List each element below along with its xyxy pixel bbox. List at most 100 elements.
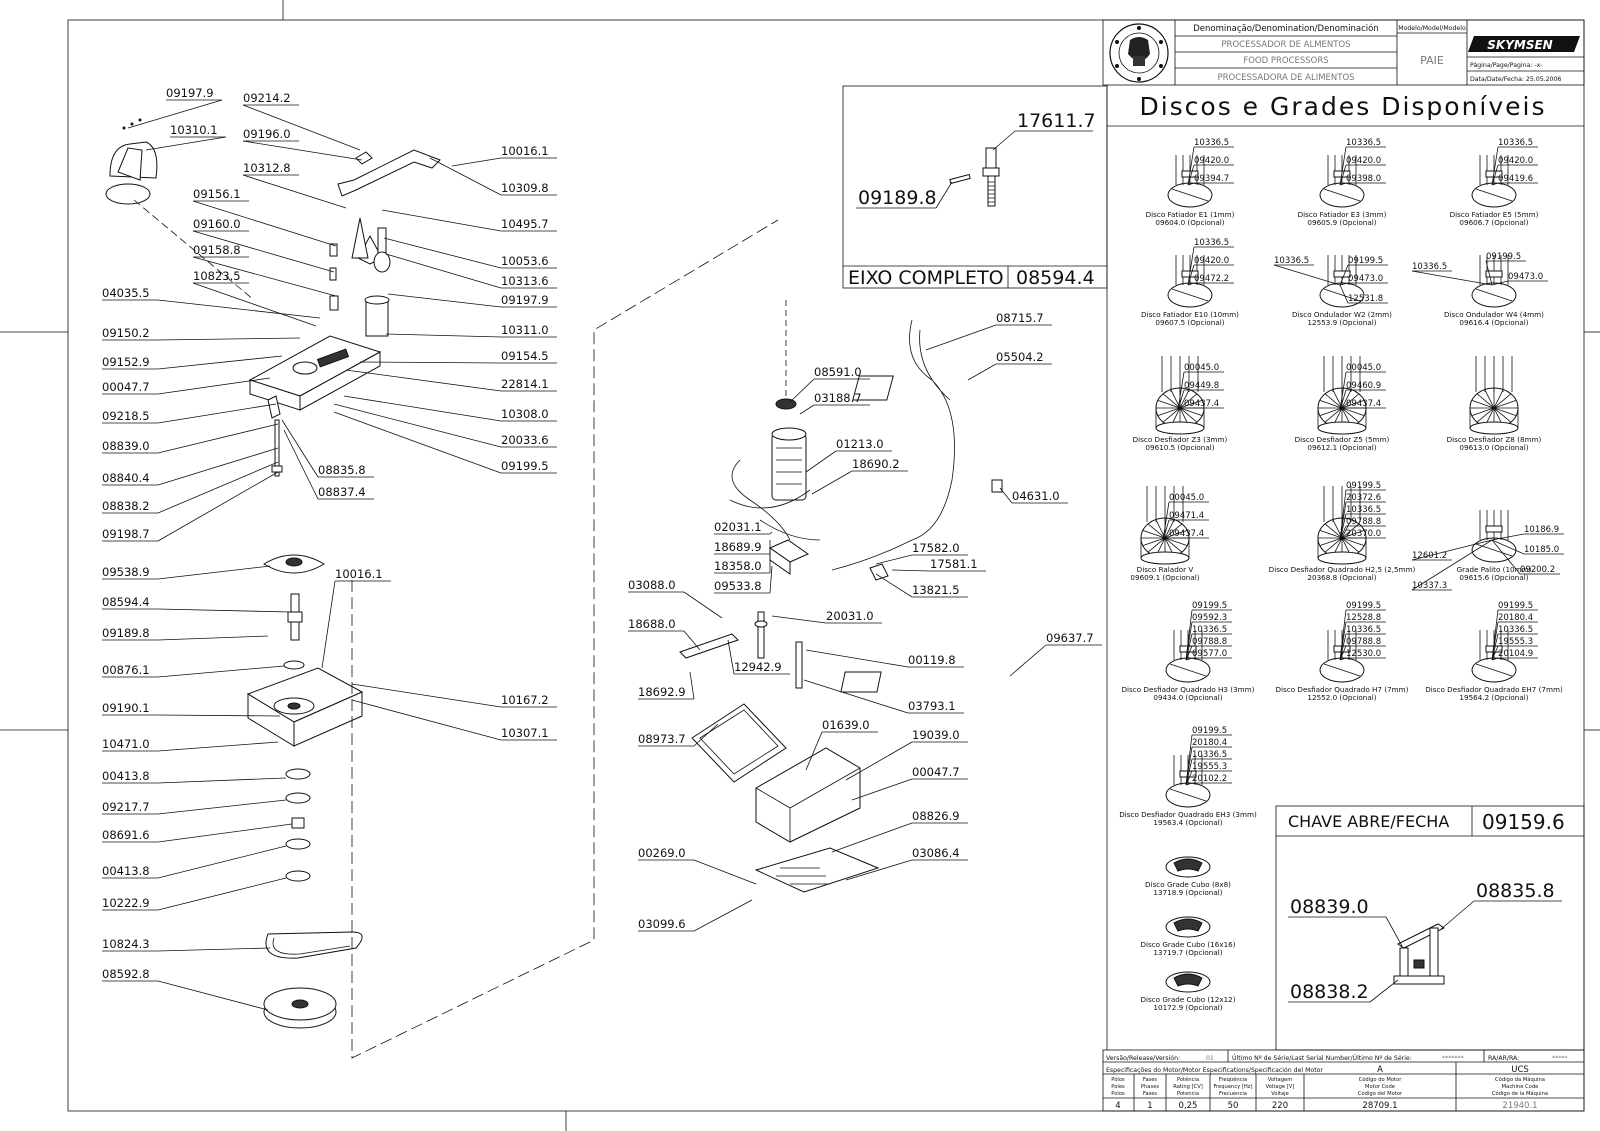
part-number-upper-top: 10312.8: [243, 161, 291, 175]
spec-header: Freqüência: [1219, 1076, 1247, 1083]
disc-part-number: 20102.2: [1192, 774, 1227, 784]
eixo-completo-panel: EIXO COMPLETO 08594.4 17611.7 09189.8: [842, 85, 1108, 289]
disc-code: 09616.4 (Opcional): [1459, 318, 1528, 327]
disc-name: Disco Desfiador Quadrado H3 (3mm): [1122, 685, 1255, 694]
part-number-motor: 02031.1: [714, 520, 762, 534]
spec-value: 50: [1228, 1101, 1239, 1111]
spec-header: Código de la Máquina: [1492, 1090, 1548, 1097]
eixo-part-1: 17611.7: [1017, 110, 1096, 132]
disc-item: Disco Fatiador E5 (5mm)09606.7 (Opcional…: [1450, 138, 1539, 227]
part-number-cable: 08715.7: [996, 311, 1044, 325]
spec-header: Poles: [1111, 1084, 1125, 1090]
company-seal-icon: [1109, 23, 1169, 83]
version-label: Versão/Release/Versión:: [1106, 1054, 1180, 1062]
part-number-lower-left: 10222.9: [102, 896, 150, 910]
spec-ucs: UCS: [1511, 1065, 1529, 1075]
disc-part-number: 09199.5: [1192, 726, 1227, 736]
available-discs-grid: Disco Fatiador E1 (1mm)09604.0 (Opcional…: [1119, 138, 1564, 1012]
spec-header: Fases: [1143, 1077, 1158, 1083]
part-number-motor: 00119.8: [908, 653, 956, 667]
part-number-motor: 03793.1: [908, 699, 956, 713]
part-number-motor: 20031.0: [826, 609, 874, 623]
spec-header: Código do Motor: [1359, 1076, 1403, 1083]
spec-value: 28709.1: [1362, 1101, 1397, 1111]
disc-item: Grade Palito (10mm)09615.6 (Opcional)101…: [1411, 510, 1564, 591]
part-number-motor: 09533.8: [714, 579, 762, 593]
serial-label: Último Nº de Série/Last Serial Number/Úl…: [1232, 1053, 1412, 1062]
disc-part-number: 09199.5: [1346, 601, 1381, 611]
disc-part-number: 20370.0: [1346, 529, 1381, 539]
disc-code: 09609.1 (Opcional): [1130, 573, 1199, 582]
disc-item: Disco Grade Cubo (8x8)13718.9 (Opcional): [1145, 856, 1231, 897]
part-number-upper-right: 20033.6: [501, 433, 549, 447]
disc-part-number: 12530.0: [1346, 649, 1381, 659]
disc-code: 12552.0 (Opcional): [1307, 693, 1376, 702]
part-number-lower-right: 10307.1: [501, 726, 549, 740]
disc-part-number: 19555.3: [1192, 762, 1227, 772]
disc-item: Disco Fatiador E3 (3mm)09605.9 (Opcional…: [1298, 138, 1387, 227]
disc-item: Disco Desfiador Z3 (3mm)09610.5 (Opciona…: [1133, 356, 1228, 452]
part-number-upper-right: 10313.6: [501, 274, 549, 288]
part-number-lower-left: 10471.0: [102, 737, 150, 751]
spec-header: Machine Code: [1502, 1084, 1539, 1090]
part-number-upper-right: 10053.6: [501, 254, 549, 268]
spec-value: 4: [1115, 1101, 1120, 1111]
part-number-lower-left: 09538.9: [102, 565, 150, 579]
eixo-part-2: 09189.8: [858, 187, 937, 209]
spec-value: 21940.1: [1502, 1101, 1537, 1111]
part-number-motor: 18689.9: [714, 540, 762, 554]
spec-header: Voltaje: [1271, 1091, 1289, 1097]
disc-part-number: 10337.3: [1412, 581, 1447, 591]
disc-part-number: 00045.0: [1184, 363, 1219, 373]
chave-number: 09159.6: [1482, 810, 1565, 834]
switch-drawing: [1393, 923, 1445, 985]
ra-label: RA/AR/RA:: [1488, 1055, 1519, 1062]
motor-spec-table: Versão/Release/Versión: 01 Último Nº de …: [1102, 1049, 1585, 1112]
part-number-lower-left: 08691.6: [102, 828, 150, 842]
name-pt: PROCESSADOR DE ALMENTOS: [1221, 40, 1350, 50]
name-es: PROCESSADORA DE ALIMENTOS: [1217, 73, 1354, 83]
eixo-label: EIXO COMPLETO: [848, 267, 1004, 289]
disc-part-number: 09437.4: [1184, 399, 1219, 409]
part-number-upper-top: 09214.2: [243, 91, 291, 105]
part-number-motor: 13821.5: [912, 583, 960, 597]
part-number-upper-left: 08838.2: [102, 499, 150, 513]
disc-part-number: 09788.8: [1346, 517, 1381, 527]
part-number-motor: 01213.0: [836, 437, 884, 451]
disc-part-number: 09788.8: [1192, 637, 1227, 647]
disc-part-number: 09471.4: [1169, 511, 1204, 521]
spec-header: Voltage [V]: [1266, 1084, 1295, 1090]
disc-part-number: 10336.5: [1412, 262, 1447, 272]
disc-code: 09615.6 (Opcional): [1459, 573, 1528, 582]
chave-abre-fecha-panel: CHAVE ABRE/FECHA 09159.6 08839.0 08835.8…: [1275, 805, 1585, 1051]
disc-part-number: 09398.0: [1346, 174, 1381, 184]
part-number-upper-right: 09197.9: [501, 293, 549, 307]
disc-item: Disco Desfiador Quadrado H3 (3mm)09434.0…: [1122, 601, 1255, 702]
disc-name: Disco Grade Cubo (8x8): [1145, 880, 1231, 889]
serial-value: *******: [1442, 1055, 1464, 1062]
part-number-upper-top: 10823.5: [193, 269, 241, 283]
disc-item: Disco Ondulador W4 (4mm)09616.4 (Opciona…: [1411, 252, 1548, 327]
disc-name: Disco Desfiador Z3 (3mm): [1133, 435, 1228, 444]
disc-name: Disco Desfiador Quadrado H7 (7mm): [1276, 685, 1409, 694]
disc-name: Disco Desfiador Quadrado H2,5 (2,5mm): [1269, 565, 1416, 574]
part-number-motor: 08591.0: [814, 365, 862, 379]
spec-value: 220: [1272, 1101, 1288, 1111]
part-number-upper-left: 04035.5: [102, 286, 150, 300]
disc-name: Disco Desfiador Z5 (5mm): [1295, 435, 1390, 444]
part-number-upper-left: 00047.7: [102, 380, 150, 394]
disc-part-number: 00045.0: [1169, 493, 1204, 503]
disc-item: Disco Desfiador Z8 (8mm)09613.0 (Opciona…: [1447, 356, 1542, 452]
disc-part-number: 12528.8: [1346, 613, 1381, 623]
disc-part-number: 09437.4: [1169, 529, 1204, 539]
disc-part-number: 09394.7: [1194, 174, 1229, 184]
disc-code: 13719.7 (Opcional): [1153, 948, 1222, 957]
disc-item: Disco Desfiador Quadrado H7 (7mm)12552.0…: [1276, 601, 1409, 702]
spec-header: Rating [CV]: [1173, 1084, 1203, 1090]
spec-header: Potência: [1177, 1076, 1199, 1083]
disc-part-number: 09199.5: [1346, 481, 1381, 491]
disc-name: Disco Grade Cubo (12x12): [1140, 995, 1235, 1004]
spec-value: 0,25: [1179, 1101, 1198, 1111]
